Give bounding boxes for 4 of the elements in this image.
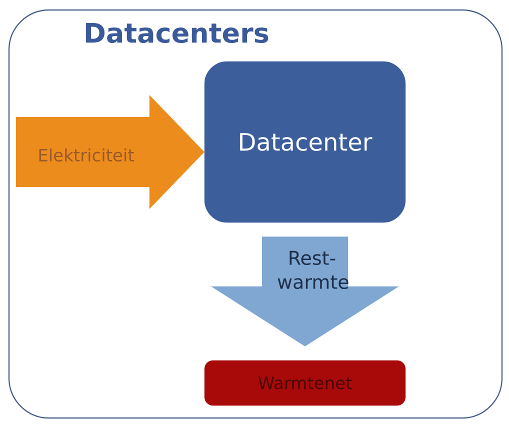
block-arrow (16, 95, 204, 209)
process-box: Datacenter (204, 61, 406, 223)
process-box: Warmtenet (204, 360, 406, 406)
edge-label: Elektriciteit (36, 147, 136, 163)
